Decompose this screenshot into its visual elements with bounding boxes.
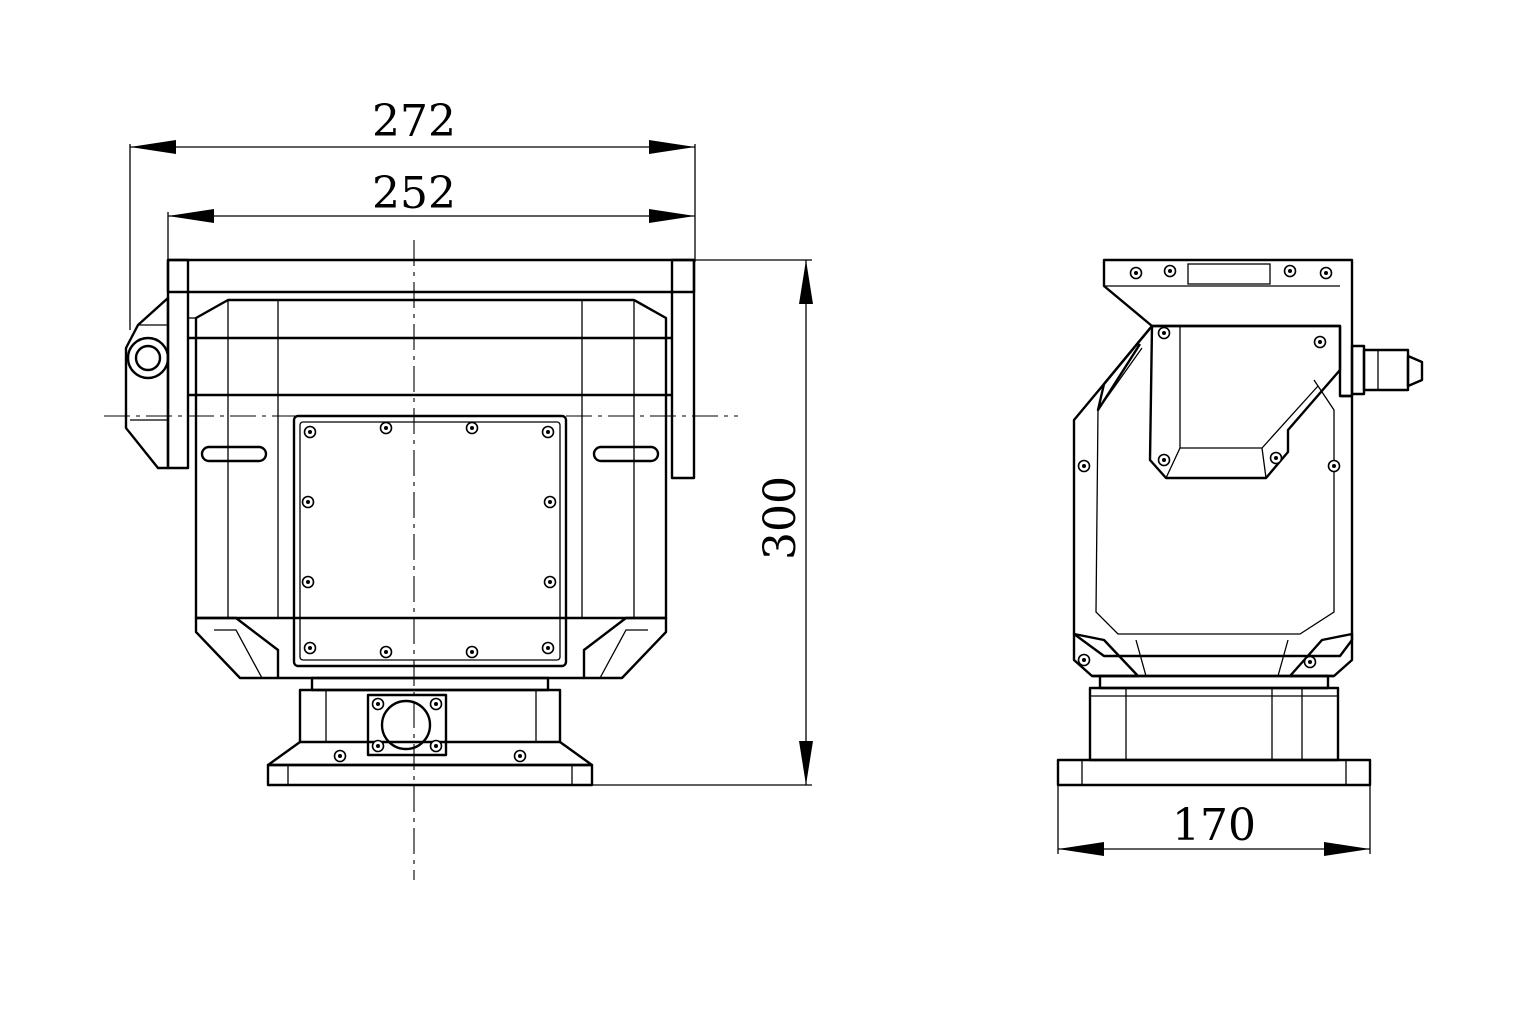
right-slot: [592, 445, 660, 463]
dim-height: 300: [755, 476, 806, 560]
side-body: [1072, 325, 1354, 658]
dim-side-depth: 170: [1172, 800, 1256, 851]
right-skirt: [582, 616, 668, 680]
neck: [310, 676, 550, 692]
dim-bracket-width: 252: [372, 168, 456, 219]
base-plate: [266, 763, 594, 787]
front-dimensions: 272 252 300: [129, 96, 813, 786]
connector: [366, 693, 448, 757]
yoke-right-arm: [670, 258, 696, 480]
side-base-block: [1088, 686, 1340, 762]
left-skirt: [194, 616, 280, 680]
main-housing: [194, 298, 668, 620]
side-base-plate: [1056, 758, 1372, 787]
front-view: [104, 240, 738, 880]
side-dimensions: 170: [1057, 785, 1371, 856]
side-neck: [1098, 674, 1330, 690]
base-block: [298, 688, 562, 744]
side-view: [1056, 258, 1424, 787]
front-plate: [292, 414, 568, 668]
left-slot: [200, 445, 268, 463]
side-tilt-head: [1148, 324, 1342, 480]
side-connector-base: [1350, 344, 1366, 396]
dim-overall-width: 272: [372, 96, 456, 147]
left-motor-knob: [126, 336, 170, 380]
yoke-top-bar: [166, 258, 696, 294]
side-top-bracket: [1102, 258, 1354, 398]
left-motor-cap: [124, 296, 170, 470]
